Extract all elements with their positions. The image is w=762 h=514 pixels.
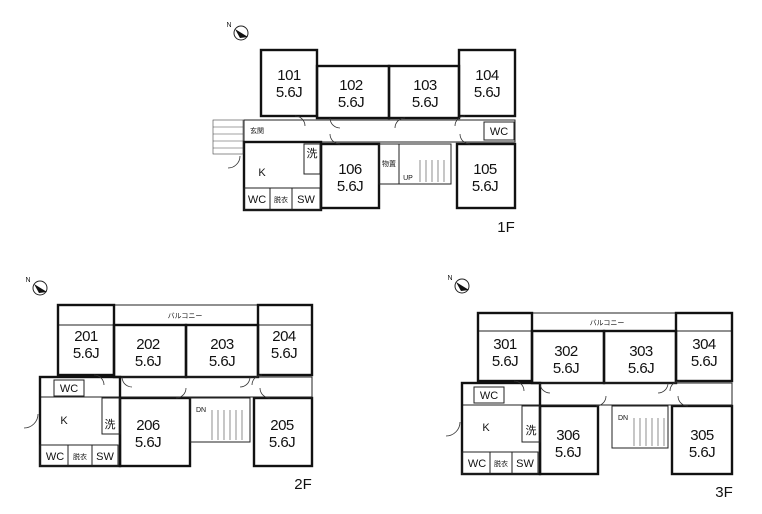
wc-label-1f-left: WC [248,194,266,206]
room-103-number: 103 [413,77,437,94]
stair-up-label: UP [403,175,413,182]
compass-north-label: N [226,22,231,29]
room-302-number: 302 [554,343,578,360]
floor-2f: N バルコニー 201 5.6J 202 5.6J [23,277,314,493]
room-201-number: 201 [74,328,98,345]
room-206-number: 206 [136,417,160,434]
room-203-size: 5.6J [209,353,235,370]
room-101-number: 101 [277,67,301,84]
kitchen-label-1f: K [258,167,266,179]
room-106-number: 106 [338,161,362,178]
floor-3f: N バルコニー 301 5.6J 302 5.6J [445,275,734,501]
dressing-label-2f: 脱衣 [73,452,87,461]
shower-label-2f: SW [96,451,114,463]
floor-1f: N [212,22,517,236]
compass-2f: N [25,277,48,296]
corridor-1f [243,119,516,143]
shower-label-1f: SW [297,194,315,206]
room-301-number: 301 [493,336,517,353]
room-305 [670,404,734,476]
room-204-number: 204 [272,328,296,345]
room-304-number: 304 [692,336,716,353]
floor-label-1f: 1F [497,219,515,236]
entrance-label: 玄関 [250,126,264,135]
wc-label-2f-top: WC [60,383,78,395]
room-102-size: 5.6J [338,94,364,111]
room-105 [455,142,517,210]
room-205 [252,396,314,468]
room-102-number: 102 [339,77,363,94]
balcony-label-2f: バルコニー [168,312,203,320]
room-204 [256,303,314,377]
floor-label-3f: 3F [715,484,733,501]
wc-label-3f-bottom: WC [468,458,486,470]
room-304-size: 5.6J [691,353,717,370]
room-205-number: 205 [270,417,294,434]
room-304 [674,311,734,383]
dressing-label-1f: 脱衣 [274,195,288,204]
room-104-size: 5.6J [474,84,500,101]
washer-label-2f: 洗 [105,418,116,431]
room-306-number: 306 [556,427,580,444]
stair-down-label-3f: DN [618,415,628,422]
room-206-size: 5.6J [135,434,161,451]
corridor-3f [461,382,733,406]
balcony-label-3f: バルコニー [590,319,625,327]
room-101-size: 5.6J [276,84,302,101]
room-302-size: 5.6J [553,360,579,377]
room-204-size: 5.6J [271,345,297,362]
room-105-size: 5.6J [472,178,498,195]
room-104 [457,48,517,118]
shower-label-3f: SW [516,458,534,470]
room-303-number: 303 [629,343,653,360]
storage-label: 物置 [382,159,396,168]
compass-north-label: N [447,275,452,282]
kitchen-label-3f: K [482,422,490,434]
floor-label-2f: 2F [294,476,312,493]
room-104-number: 104 [475,67,499,84]
room-305-number: 305 [690,427,714,444]
room-301-size: 5.6J [492,353,518,370]
room-303-size: 5.6J [628,360,654,377]
room-202-number: 202 [136,336,160,353]
stair-down-label-2f: DN [196,407,206,414]
wc-label-2f-bottom: WC [46,451,64,463]
washer-label-1f: 洗 [307,147,318,160]
room-105-number: 105 [473,161,497,178]
wc-label-1f-right: WC [490,126,508,138]
room-202-size: 5.6J [135,353,161,370]
room-106-size: 5.6J [337,178,363,195]
room-103-size: 5.6J [412,94,438,111]
washer-label-3f: 洗 [526,424,537,437]
compass-1f: N [226,22,249,41]
room-203-number: 203 [210,336,234,353]
room-205-size: 5.6J [269,434,295,451]
dressing-label-3f: 脱衣 [494,459,508,468]
compass-3f: N [447,275,470,294]
compass-north-label: N [25,277,30,284]
room-201-size: 5.6J [73,345,99,362]
room-306-size: 5.6J [555,444,581,461]
kitchen-label-2f: K [60,415,68,427]
room-305-size: 5.6J [689,444,715,461]
wc-label-3f-top: WC [480,390,498,402]
